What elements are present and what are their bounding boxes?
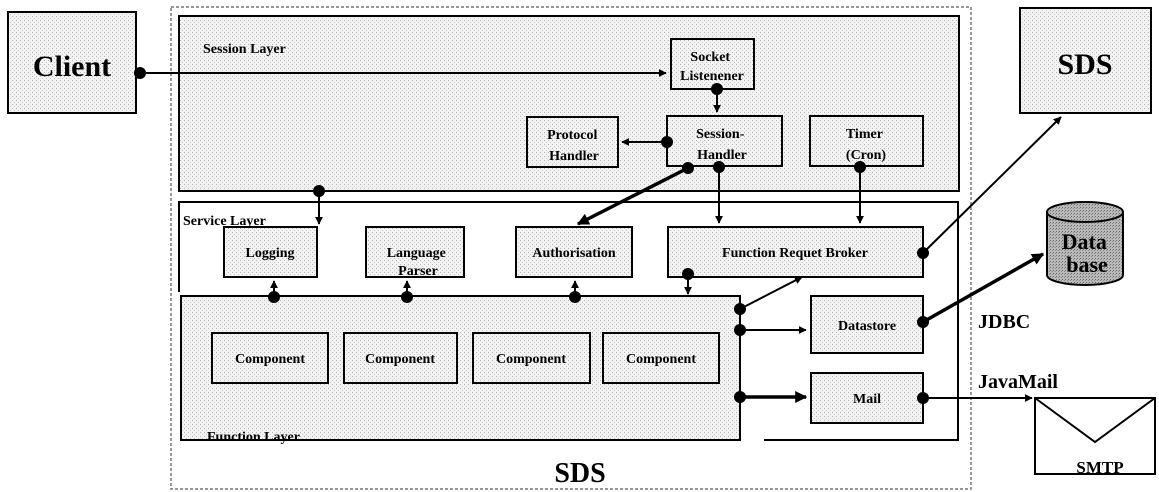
mail-label: Mail	[853, 392, 881, 407]
session-handler-label: Session- Handler	[696, 127, 748, 163]
language-parser-label: Language Parser	[387, 246, 450, 279]
socket-listener-line-2: Listenener	[680, 69, 744, 84]
component-label-1: Component	[235, 352, 305, 367]
client-box	[7, 11, 137, 114]
connectors	[134, 67, 1062, 404]
session-handler-line-2: Handler	[697, 148, 747, 163]
socket-listener-line-1: Socket	[690, 50, 730, 65]
timer-line-1: Timer	[846, 127, 883, 142]
session-handler-box	[666, 115, 783, 167]
socket-listener-label: Socket Listenener	[680, 50, 744, 84]
function-request-broker-label: Function Requet Broker	[722, 246, 868, 261]
timer-box	[809, 115, 924, 167]
component-box-3	[472, 332, 591, 384]
language-parser-line-2: Parser	[398, 264, 438, 279]
component-label-3: Component	[496, 352, 566, 367]
smtp-envelope-icon	[1034, 397, 1156, 475]
logging-box	[223, 226, 318, 278]
component-box-4	[602, 332, 720, 384]
sds-external-box	[1019, 7, 1152, 114]
authorisation-label: Authorisation	[532, 246, 615, 261]
timer-line-2: (Cron)	[846, 148, 887, 163]
function-layer-title: Function Layer	[207, 430, 300, 445]
protocol-handler-line-2: Handler	[549, 149, 599, 164]
service-layer-title: Service Layer	[183, 214, 266, 229]
datastore-label: Datastore	[838, 319, 896, 334]
protocol-handler-box	[526, 116, 619, 168]
datastore-box	[810, 295, 924, 354]
database-cylinder	[1046, 201, 1124, 286]
authorisation-box	[515, 226, 633, 278]
session-handler-line-1: Session-	[696, 127, 745, 142]
mail-box	[810, 372, 924, 424]
protocol-handler-line-1: Protocol	[547, 128, 597, 143]
logging-label: Logging	[245, 246, 294, 261]
jdbc-label: JDBC	[978, 311, 1030, 333]
component-label-2: Component	[365, 352, 435, 367]
language-parser-line-1: Language	[387, 246, 446, 261]
language-parser-box	[365, 226, 465, 278]
protocol-handler-label: Protocol Handler	[547, 128, 601, 164]
sds-main-label: SDS	[554, 458, 605, 489]
database-line-1: Data	[1062, 229, 1107, 254]
component-box-2	[343, 332, 458, 384]
session-layer-title: Session Layer	[203, 42, 286, 57]
smtp-label: SMTP	[1076, 458, 1123, 477]
component-box-1	[211, 332, 329, 384]
client-label: Client	[33, 50, 111, 83]
javamail-label: JavaMail	[978, 371, 1058, 393]
database-label: Data base	[1062, 229, 1113, 277]
timer-label: Timer (Cron)	[846, 127, 887, 163]
sds-external-label: SDS	[1057, 48, 1112, 81]
component-label-4: Component	[626, 352, 696, 367]
database-line-2: base	[1066, 252, 1108, 277]
